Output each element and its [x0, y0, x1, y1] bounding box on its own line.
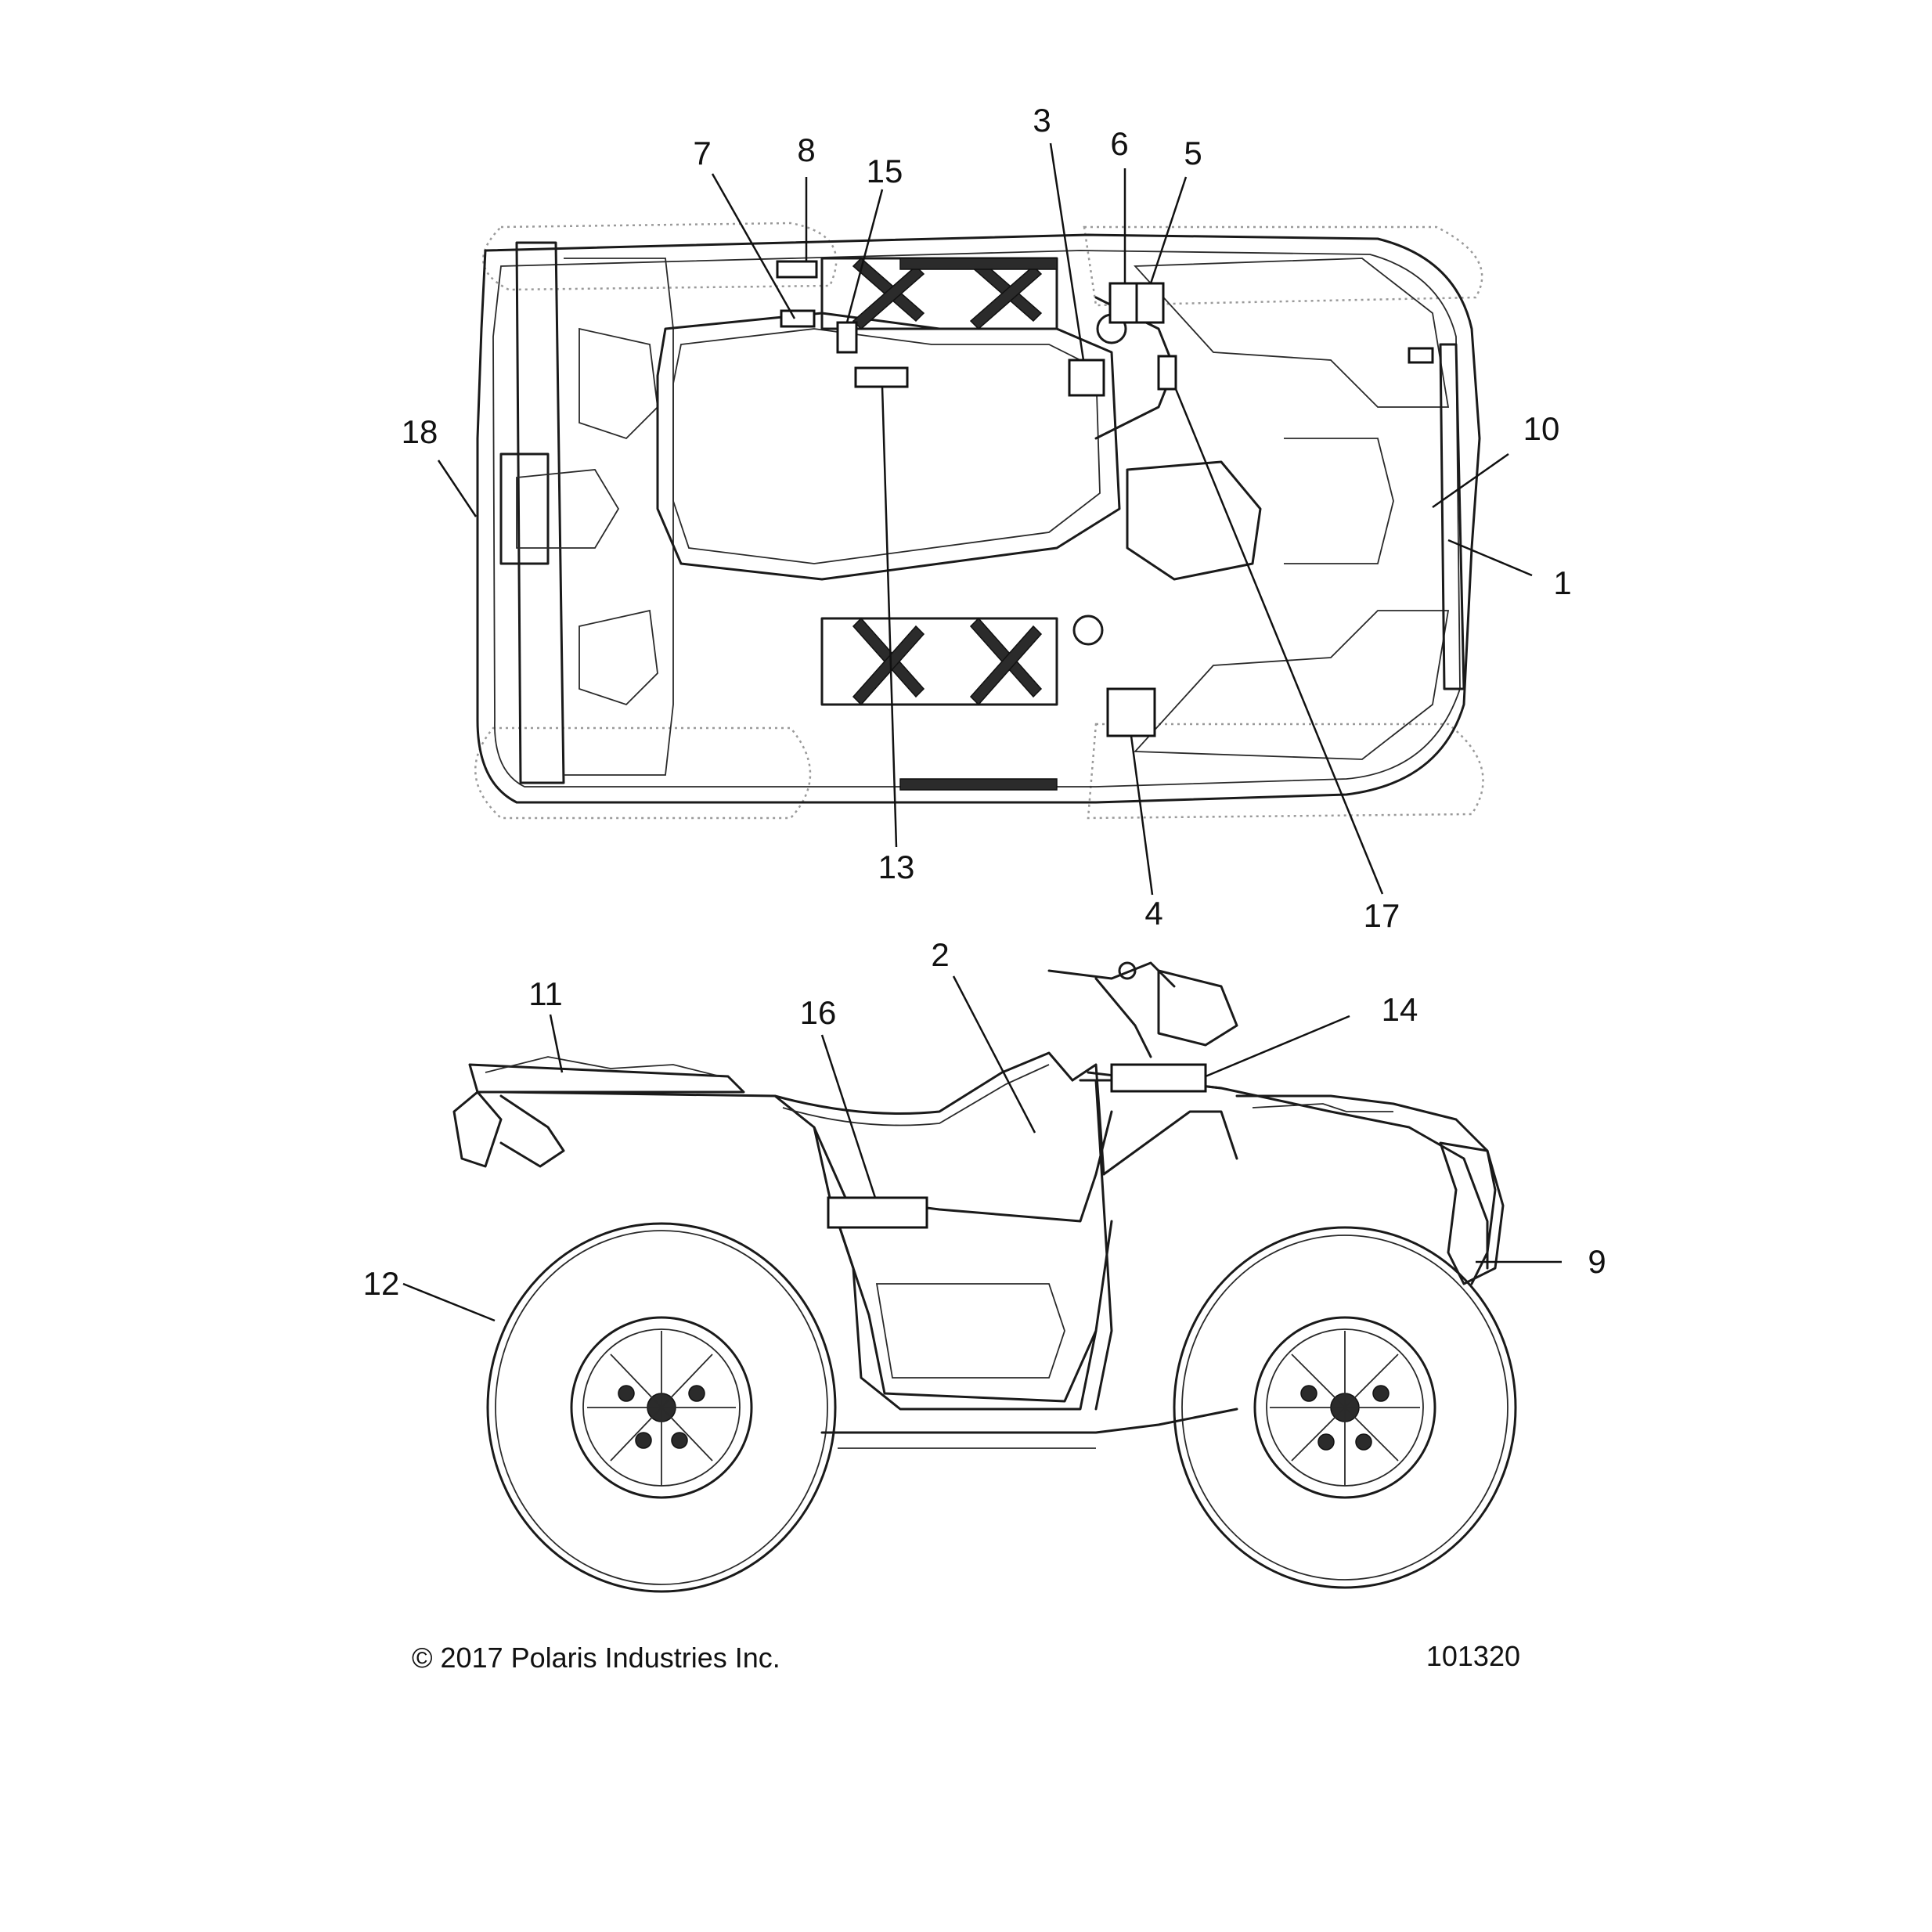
leader-line-11: [549, 1014, 564, 1073]
callout-9: 9: [1588, 1243, 1606, 1280]
callout-1: 1: [1553, 564, 1571, 601]
leader-line-1: [1447, 539, 1533, 577]
callout-4: 4: [1144, 895, 1162, 932]
decal-location-8: [776, 260, 818, 279]
leader-line-2: [952, 975, 1036, 1134]
leader-line-16: [820, 1034, 877, 1198]
leader-line-17: [1174, 388, 1384, 895]
leader-lines: [402, 142, 1562, 1322]
rear-tire: [486, 1222, 837, 1593]
decal-location-16: [827, 1196, 928, 1229]
front-tire: [1173, 1226, 1517, 1589]
leader-line-7: [711, 173, 796, 319]
decal-location-3: [1068, 359, 1105, 397]
callout-numbers: 7 8 15 3 6 5 10 1 18 13 4 17 2 11 16 14 …: [363, 102, 1606, 1302]
leader-line-18: [437, 460, 478, 517]
decal-location-10: [1408, 347, 1434, 364]
copyright-text: © 2017 Polaris Industries Inc.: [412, 1642, 780, 1674]
callout-10: 10: [1523, 410, 1560, 447]
decal-location-15: [836, 321, 858, 354]
decal-location-6: [1108, 282, 1138, 324]
callout-6: 6: [1110, 125, 1128, 162]
leader-line-10: [1432, 452, 1509, 509]
atv-top-view: [474, 222, 1484, 820]
decal-location-17: [1157, 355, 1177, 391]
leader-line-4: [1130, 735, 1154, 896]
leader-line-13: [881, 386, 898, 848]
callout-17: 17: [1364, 897, 1400, 934]
leader-line-5: [1149, 176, 1188, 284]
leader-line-14: [1205, 1015, 1350, 1078]
callout-12: 12: [363, 1265, 400, 1302]
atv-side-view: [452, 961, 1517, 1593]
callout-7: 7: [693, 135, 711, 171]
callout-11: 11: [528, 975, 563, 1012]
decal-location-4: [1106, 687, 1156, 737]
drawing-number: 101320: [1426, 1640, 1520, 1672]
decal-location-5: [1135, 282, 1165, 324]
callout-2: 2: [931, 936, 949, 973]
leader-line-3: [1049, 142, 1085, 361]
leader-line-15: [845, 189, 884, 323]
callout-3: 3: [1033, 102, 1051, 139]
callout-8: 8: [797, 132, 815, 168]
callout-15: 15: [867, 153, 903, 189]
callout-14: 14: [1382, 991, 1418, 1028]
callout-18: 18: [402, 413, 438, 450]
leader-line-12: [402, 1282, 496, 1322]
decal-location-14: [1110, 1063, 1207, 1093]
callout-5: 5: [1184, 135, 1202, 171]
decal-location-13: [854, 366, 909, 388]
decal-location-7: [780, 309, 816, 328]
callout-13: 13: [878, 849, 915, 885]
callout-16: 16: [800, 994, 837, 1031]
